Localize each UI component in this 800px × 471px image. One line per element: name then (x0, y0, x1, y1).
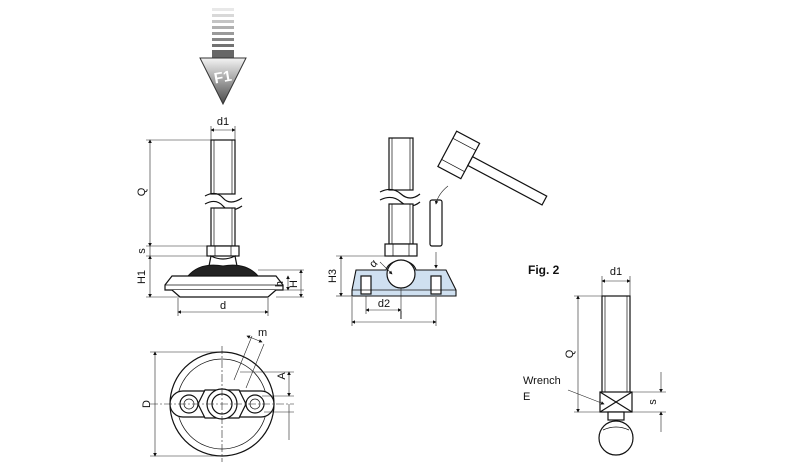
threaded-stud-fig2 (598, 295, 634, 456)
leveling-foot-top-view (150, 346, 294, 462)
dim-h1: H1 (136, 270, 148, 284)
dim-d1-left: d1 (217, 116, 229, 128)
force-arrow: F1 (199, 8, 247, 106)
dim-d1-right: d1 (610, 266, 622, 278)
dim-s-left: s (136, 248, 148, 254)
leveling-foot-side-view (164, 139, 284, 298)
leveling-foot-section-view (351, 130, 548, 297)
fig2-title: Fig. 2 (528, 263, 560, 277)
force-label: F1 (213, 68, 233, 88)
dim-h-large: H (288, 280, 300, 288)
dim-alpha: α (367, 257, 380, 270)
dim-d2: d2 (378, 298, 390, 310)
fig2-dimensions: d1 Q s Wrench E (523, 266, 666, 432)
dim-l: l (400, 310, 402, 322)
wrench-e-label: E (523, 391, 530, 403)
dim-D: D (141, 400, 153, 408)
dim-q-right: Q (564, 349, 576, 358)
dim-s-right: s (647, 399, 659, 405)
dim-d: d (220, 300, 226, 312)
dim-m: m (258, 327, 267, 339)
left-dimensions: d1 Q s H1 h H d (136, 116, 304, 316)
dim-A: A (276, 372, 288, 380)
dim-h3: H3 (327, 269, 339, 283)
dim-h-small: h (274, 281, 286, 287)
top-view-dimensions: D A m (141, 327, 294, 457)
wrench-label: Wrench (523, 375, 561, 387)
dim-q-left: Q (136, 187, 148, 196)
